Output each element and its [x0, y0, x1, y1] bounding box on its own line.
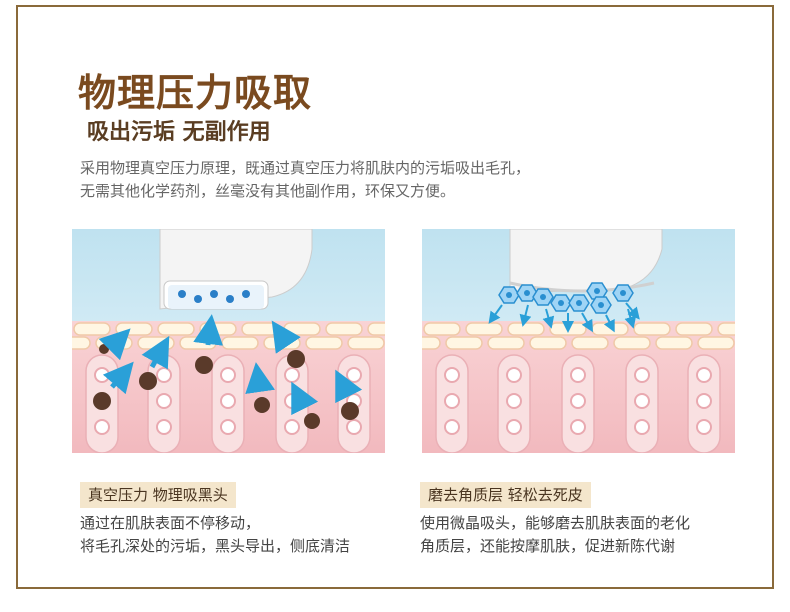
exfoliation-illustration: [422, 229, 735, 453]
exfoliation-illustration-svg: [422, 229, 735, 453]
description: 采用物理真空压力原理，既通过真空压力将肌肤内的污垢吸出毛孔， 无需其他化学药剂，…: [80, 157, 680, 203]
vacuum-illustration-svg: [72, 229, 385, 453]
downward-arrow-icons: [488, 302, 640, 333]
cell-layer: [422, 322, 735, 350]
caption-line: 将毛孔深处的污垢，黑头导出，侧底清洁: [80, 537, 351, 555]
vacuum-caption-text: 通过在肌肤表面不停移动， 将毛孔深处的污垢，黑头导出，侧底清洁: [80, 512, 350, 558]
exfoliation-caption-text: 使用微晶吸头，能够磨去肌肤表面的老化 角质层，还能按摩肌肤，促进新陈代谢: [420, 512, 690, 558]
vacuum-caption-tag: 真空压力 物理吸黑头: [80, 482, 236, 508]
device-head-icon: [159, 229, 313, 310]
vacuum-illustration: [72, 229, 385, 453]
description-line: 无需其他化学药剂，丝毫没有其他副作用，环保又方便。: [80, 182, 456, 200]
description-line: 采用物理真空压力原理，既通过真空压力将肌肤内的污垢吸出毛孔，: [80, 159, 531, 177]
caption-line: 通过在肌肤表面不停移动，: [80, 514, 261, 532]
page-subtitle: 吸出污垢 无副作用: [87, 120, 271, 145]
caption-line: 使用微晶吸头，能够磨去肌肤表面的老化: [420, 514, 691, 532]
caption-line: 角质层，还能按摩肌肤，促进新陈代谢: [420, 537, 676, 555]
page-title: 物理压力吸取: [78, 71, 313, 115]
crystal-particle-icons: [498, 282, 634, 314]
suction-arrow-icons: [98, 314, 363, 416]
exfoliation-caption-tag: 磨去角质层 轻松去死皮: [420, 482, 591, 508]
